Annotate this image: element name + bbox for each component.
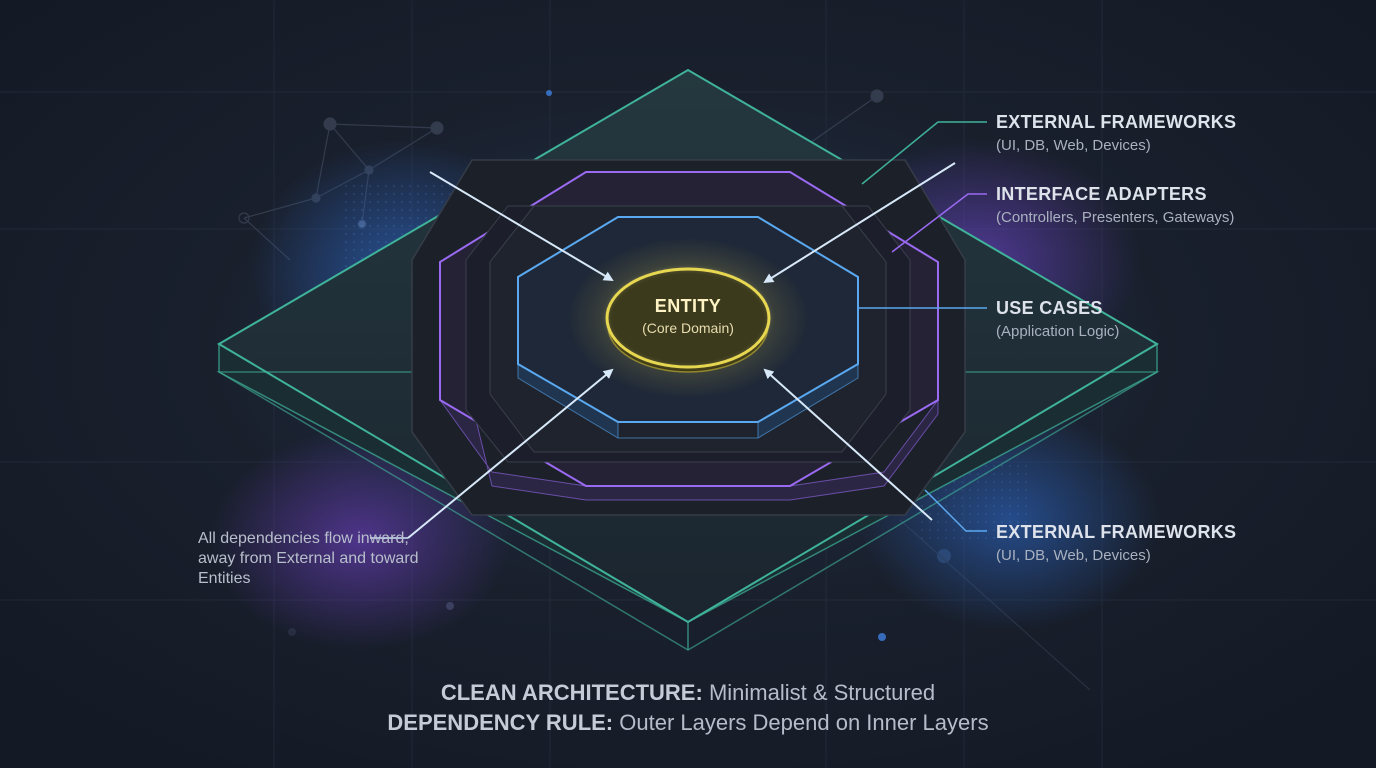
footer-line-1: CLEAN ARCHITECTURE: Minimalist & Structu…	[0, 680, 1376, 706]
label-use-cases: USE CASES (Application Logic)	[996, 298, 1119, 341]
footer-line-2: DEPENDENCY RULE: Outer Layers Depend on …	[0, 710, 1376, 736]
entity-label: ENTITY (Core Domain)	[608, 296, 768, 336]
label-subtitle: (Controllers, Presenters, Gateways)	[996, 208, 1235, 226]
label-title: USE CASES	[996, 298, 1103, 318]
footer-line-2-bold: DEPENDENCY RULE:	[387, 710, 614, 735]
callout-line-external-top	[861, 121, 987, 185]
label-external-frameworks-bottom: EXTERNAL FRAMEWORKS (UI, DB, Web, Device…	[996, 522, 1236, 565]
callout-lines	[370, 121, 987, 539]
footer-line-1-text: Minimalist & Structured	[708, 680, 936, 705]
entity-subtitle: (Core Domain)	[642, 320, 734, 336]
arrow-bottom-right	[763, 368, 933, 521]
arrow-top-left	[429, 171, 614, 282]
footer-line-1-bold: CLEAN ARCHITECTURE:	[440, 680, 703, 705]
label-title: EXTERNAL FRAMEWORKS	[996, 522, 1237, 542]
label-subtitle: (UI, DB, Web, Devices)	[996, 546, 1151, 564]
footer-line-2-text: Outer Layers Depend on Inner Layers	[619, 710, 989, 735]
dependency-arrows	[407, 162, 956, 539]
entity-title: ENTITY	[654, 296, 722, 316]
entity-core	[568, 238, 808, 398]
callout-line-adapters	[891, 193, 987, 253]
dependency-note: All dependencies flow inward, away from …	[198, 530, 419, 587]
label-external-frameworks-top: EXTERNAL FRAMEWORKS (UI, DB, Web, Device…	[996, 112, 1236, 155]
arrow-top-right	[763, 162, 956, 284]
callout-line-external-bottom	[924, 489, 987, 532]
label-subtitle: (UI, DB, Web, Devices)	[996, 136, 1151, 154]
label-title: EXTERNAL FRAMEWORKS	[996, 112, 1237, 132]
label-title: INTERFACE ADAPTERS	[996, 184, 1207, 204]
label-subtitle: (Application Logic)	[996, 322, 1120, 340]
arrow-bottom-left	[407, 368, 614, 539]
label-interface-adapters: INTERFACE ADAPTERS (Controllers, Present…	[996, 184, 1234, 227]
